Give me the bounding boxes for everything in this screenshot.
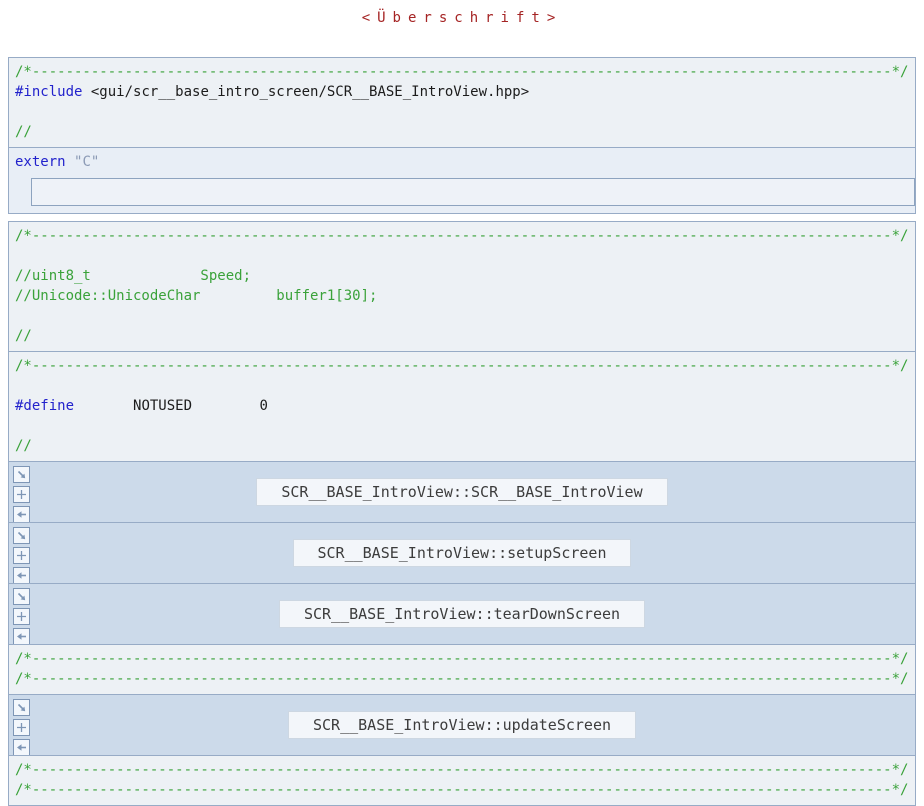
code-segment: /*--------------------------------------… — [15, 782, 909, 798]
plus-icon — [17, 551, 26, 560]
page-title: <Überschrift> — [361, 10, 563, 26]
expand-section-button[interactable] — [13, 608, 30, 625]
code-segment: /*--------------------------------------… — [15, 228, 909, 244]
define-section: /*--------------------------------------… — [8, 351, 916, 462]
arrow-down-right-icon — [17, 470, 26, 479]
code-segment: //Unicode::UnicodeChar buffer1[30]; — [15, 288, 378, 304]
code-text: extern "C" — [9, 148, 915, 177]
code-text: /*--------------------------------------… — [9, 756, 915, 805]
plus-icon — [17, 723, 26, 732]
separator-comments-section: /*--------------------------------------… — [8, 644, 916, 695]
setup-screen-section: SCR__BASE_IntroView::setupScreen — [8, 522, 916, 584]
code-segment: // — [15, 124, 32, 140]
arrow-down-right-icon — [17, 703, 26, 712]
previous-section-button[interactable] — [13, 739, 30, 756]
code-segment: /*--------------------------------------… — [15, 762, 909, 778]
arrow-left-icon — [17, 511, 26, 518]
section-controls — [13, 588, 30, 645]
code-text: /*--------------------------------------… — [9, 352, 915, 461]
section-controls — [13, 466, 30, 523]
code-segment: "C" — [74, 154, 100, 170]
open-section-button[interactable] — [13, 588, 30, 605]
code-text: /*--------------------------------------… — [9, 58, 915, 147]
code-segment — [66, 154, 74, 170]
code-segment: NOTUSED 0 — [74, 398, 268, 414]
extern-c-section: extern "C" — [8, 147, 916, 214]
open-section-button[interactable] — [13, 699, 30, 716]
previous-section-button[interactable] — [13, 506, 30, 523]
constructor-section: SCR__BASE_IntroView::SCR__BASE_IntroView — [8, 461, 916, 523]
expand-section-button[interactable] — [13, 486, 30, 503]
previous-section-button[interactable] — [13, 567, 30, 584]
plus-icon — [17, 490, 26, 499]
open-section-button[interactable] — [13, 527, 30, 544]
expand-section-button[interactable] — [13, 719, 30, 736]
code-segment: /*--------------------------------------… — [15, 64, 909, 80]
plus-icon — [17, 612, 26, 621]
teardown-screen-section: SCR__BASE_IntroView::tearDownScreen — [8, 583, 916, 645]
code-segment: #include — [15, 84, 83, 100]
arrow-down-right-icon — [17, 592, 26, 601]
code-segment: //uint8_t Speed; — [15, 268, 252, 284]
code-segment: /*--------------------------------------… — [15, 671, 909, 687]
code-segment: /*--------------------------------------… — [15, 651, 909, 667]
function-name-label[interactable]: SCR__BASE_IntroView::SCR__BASE_IntroView — [256, 478, 668, 506]
function-name-label[interactable]: SCR__BASE_IntroView::setupScreen — [292, 539, 632, 567]
arrow-left-icon — [17, 633, 26, 640]
previous-section-button[interactable] — [13, 628, 30, 645]
section-controls — [13, 527, 30, 584]
section-controls — [13, 699, 30, 756]
open-section-button[interactable] — [13, 466, 30, 483]
code-segment: #define — [15, 398, 75, 414]
code-segment: // — [15, 328, 32, 344]
commented-variables-section: /*--------------------------------------… — [8, 221, 916, 352]
code-segment: extern — [15, 154, 66, 170]
code-document: /*--------------------------------------… — [8, 57, 916, 806]
expand-section-button[interactable] — [13, 547, 30, 564]
function-name-label[interactable]: SCR__BASE_IntroView::tearDownScreen — [278, 600, 646, 628]
extern-c-empty-field[interactable] — [31, 178, 915, 206]
arrow-left-icon — [17, 744, 26, 751]
arrow-left-icon — [17, 572, 26, 579]
update-screen-section: SCR__BASE_IntroView::updateScreen — [8, 694, 916, 756]
code-segment: /*--------------------------------------… — [15, 358, 909, 374]
code-text: /*--------------------------------------… — [9, 222, 915, 351]
footer-comments-section: /*--------------------------------------… — [8, 755, 916, 806]
code-segment: // — [15, 438, 32, 454]
function-name-label[interactable]: SCR__BASE_IntroView::updateScreen — [287, 711, 636, 739]
code-segment: <gui/scr__base_intro_screen/SCR__BASE_In… — [82, 84, 530, 100]
include-section: /*--------------------------------------… — [8, 57, 916, 148]
arrow-down-right-icon — [17, 531, 26, 540]
code-text: /*--------------------------------------… — [9, 645, 915, 694]
